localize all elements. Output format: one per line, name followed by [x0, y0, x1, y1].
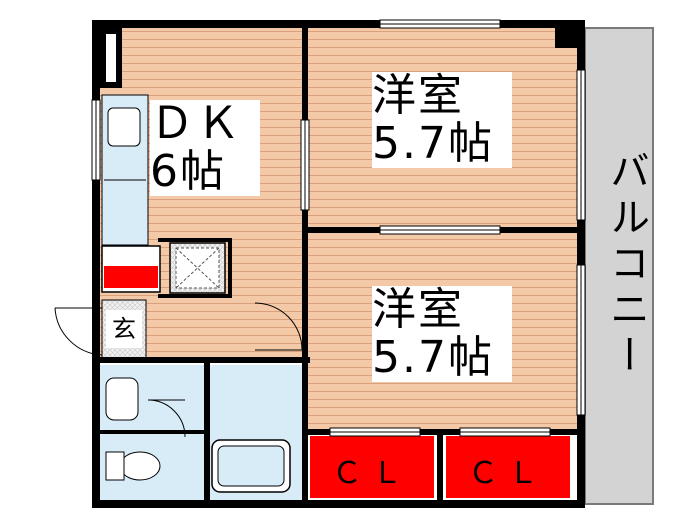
dk-size: 6帖 [150, 146, 226, 197]
wash-basin [105, 377, 139, 421]
kitchen-sink [107, 107, 141, 147]
balcony-label: バルコニー [603, 150, 649, 380]
room-label-room2: 洋室 5.7帖 [372, 286, 512, 382]
room1-name: 洋室 [372, 70, 464, 121]
dk-name: ＤＫ [150, 98, 242, 149]
room2-name: 洋室 [372, 284, 464, 335]
closet-label-left: ＣＬ [332, 456, 412, 491]
red-storage [104, 266, 158, 288]
closet-left [310, 436, 434, 498]
closet-right [446, 436, 570, 498]
room1-size: 5.7帖 [372, 118, 494, 169]
room-label-dk: ＤＫ 6帖 [150, 100, 260, 196]
toilet [119, 451, 161, 481]
room2-size: 5.7帖 [372, 332, 494, 383]
balcony [584, 27, 654, 505]
windows [91, 19, 586, 437]
room-door-swing [254, 302, 303, 351]
washer-pan [175, 247, 220, 289]
wall-block [555, 28, 583, 48]
closet-label-right: ＣＬ [468, 456, 548, 491]
entrance-label: 玄 [106, 310, 142, 348]
room-label-room1: 洋室 5.7帖 [372, 72, 512, 168]
